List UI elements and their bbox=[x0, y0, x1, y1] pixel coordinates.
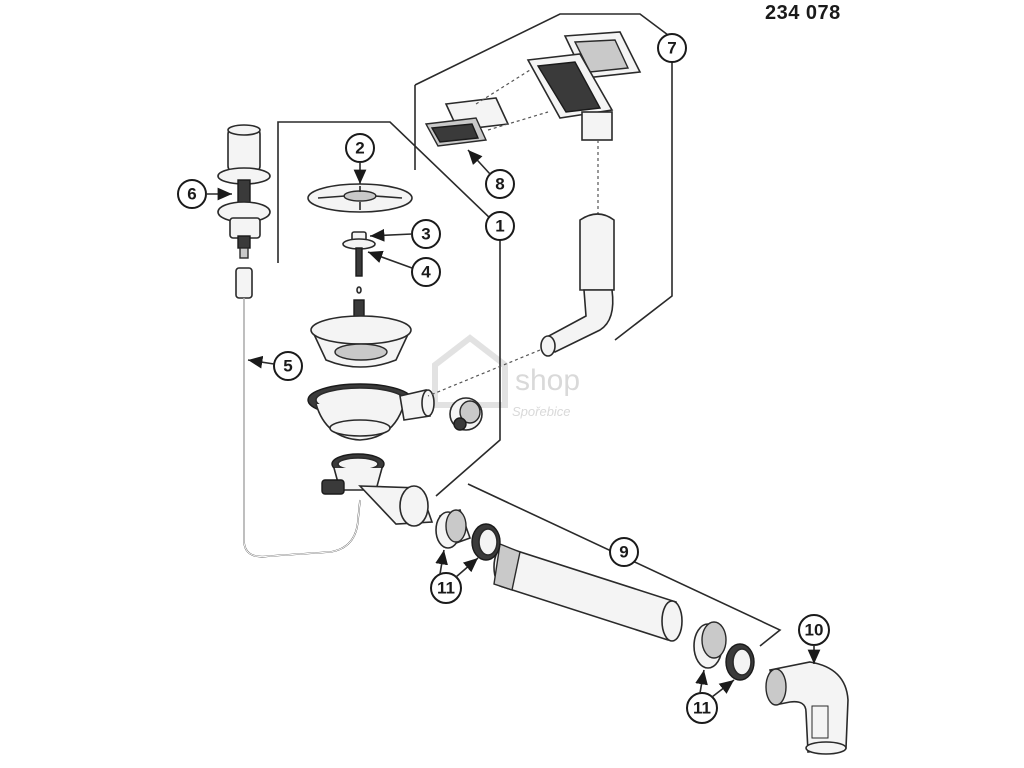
watermark-brand: shop bbox=[515, 364, 580, 397]
callout-5: 5 bbox=[247, 351, 303, 381]
callout-1-label: 1 bbox=[495, 217, 504, 236]
callout-9: 9 bbox=[609, 537, 639, 567]
part-8-overflow-cover bbox=[424, 69, 549, 147]
callout-4: 4 bbox=[367, 250, 441, 287]
callout-1: 1 bbox=[485, 211, 515, 241]
bracket-1 bbox=[277, 121, 501, 497]
strainer-basket bbox=[310, 299, 412, 368]
callout-3: 3 bbox=[369, 219, 441, 249]
bracket-9 bbox=[467, 483, 782, 647]
callout-2-label: 2 bbox=[355, 139, 364, 158]
callout-3-label: 3 bbox=[421, 225, 430, 244]
watermark-sub: Spořebice bbox=[512, 404, 571, 419]
callout-10: 10 bbox=[798, 614, 830, 664]
callout-9-label: 9 bbox=[619, 543, 628, 562]
part-11-nut-seal-right bbox=[693, 621, 755, 681]
part-9-drain-pipe bbox=[493, 543, 683, 642]
callout-10-label: 10 bbox=[805, 621, 824, 640]
callout-5-label: 5 bbox=[283, 357, 292, 376]
overflow-nut bbox=[449, 397, 483, 431]
part-5-bowden-cable bbox=[235, 267, 361, 558]
callout-7-label: 7 bbox=[667, 39, 676, 58]
callout-11-left-label: 11 bbox=[437, 579, 455, 598]
callout-11-right: 11 bbox=[686, 669, 735, 724]
callout-4-label: 4 bbox=[421, 263, 431, 282]
trap-body bbox=[321, 453, 434, 527]
callout-8-label: 8 bbox=[495, 175, 504, 194]
callout-2: 2 bbox=[345, 133, 375, 184]
part-4-rod bbox=[355, 247, 363, 294]
part-6-operating-knob bbox=[217, 124, 271, 259]
callout-6: 6 bbox=[177, 179, 232, 209]
watermark: shop Spořebice bbox=[432, 334, 580, 419]
part-number-title: 234 078 bbox=[765, 2, 841, 24]
part-3-screw bbox=[342, 231, 376, 250]
part-7-overflow-assembly bbox=[427, 31, 642, 397]
bracket-7 bbox=[414, 13, 673, 341]
callout-11-right-label: 11 bbox=[693, 699, 711, 718]
sink-outlet-body bbox=[307, 383, 435, 441]
part-10-elbow bbox=[765, 661, 849, 755]
part-11-nut-seal-left bbox=[435, 509, 501, 561]
callout-8: 8 bbox=[467, 149, 515, 199]
part-2-strainer-cover bbox=[307, 183, 413, 213]
callout-7: 7 bbox=[657, 33, 687, 63]
callout-11-left: 11 bbox=[430, 549, 479, 604]
callout-6-label: 6 bbox=[187, 185, 196, 204]
